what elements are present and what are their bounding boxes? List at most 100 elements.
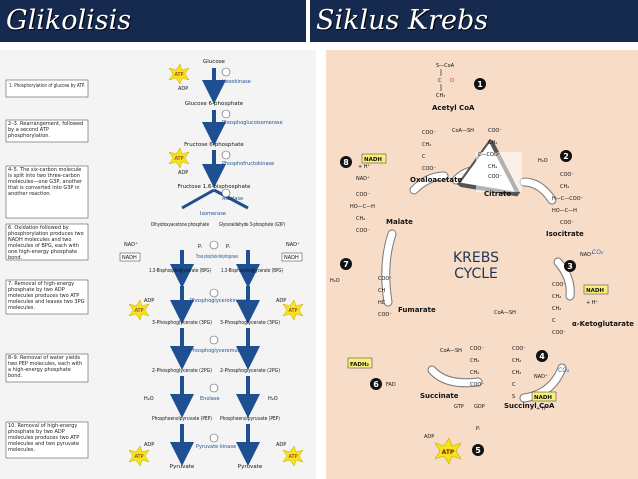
svg-text:5: 5 bbox=[475, 446, 481, 455]
succinyl-structure: COO⁻ CH₂ CH₂ C S bbox=[512, 346, 526, 400]
svg-text:4: 4 bbox=[539, 352, 545, 361]
svg-text:ATP: ATP bbox=[134, 308, 143, 314]
nad-label-2: NAD⁺ bbox=[534, 374, 548, 380]
step-text-5: 7. Removal of high-energy phosphate by t… bbox=[8, 281, 85, 311]
svg-text:CH: CH bbox=[378, 288, 385, 294]
adp-label-2: ADP bbox=[178, 170, 188, 176]
compound-2pg-right: 2-Phosphoglycerate (2PG) bbox=[220, 368, 280, 374]
step-box-4 bbox=[5, 223, 89, 261]
co2-label-2: CO₂ bbox=[558, 367, 570, 374]
nadh-box-3 bbox=[531, 391, 557, 402]
svg-text:CH₂: CH₂ bbox=[552, 294, 561, 300]
svg-text:ATP: ATP bbox=[174, 72, 183, 78]
svg-text:S: S bbox=[512, 394, 515, 400]
enzyme-pyruvate-kinase: Pyruvate kinase bbox=[196, 444, 236, 450]
svg-text:1: 1 bbox=[477, 80, 483, 89]
svg-text:CH₂: CH₂ bbox=[512, 358, 521, 364]
compound-g6p: Glucose 6-phosphate bbox=[185, 101, 244, 107]
svg-text:O: O bbox=[450, 78, 454, 84]
svg-text:COO⁻: COO⁻ bbox=[560, 220, 574, 226]
compound-citrate: Citrate bbox=[484, 190, 511, 198]
svg-text:ATP: ATP bbox=[174, 156, 183, 162]
nad-label-left: NAD⁺ bbox=[124, 242, 138, 248]
step-text-1: 1. Phosphorylation of glucose by ATP. bbox=[9, 83, 85, 89]
nad-label-right: NAD⁺ bbox=[286, 242, 300, 248]
enzyme-phosphoglucoisomerase: Phosphoglucoisomerase bbox=[222, 120, 283, 126]
svg-text:COO⁻: COO⁻ bbox=[422, 130, 436, 136]
compound-3pg-left: 3-Phosphoglycerate (3PG) bbox=[152, 320, 212, 326]
h2o-label-left: H₂O bbox=[144, 396, 154, 402]
step-box-6 bbox=[5, 353, 89, 383]
svg-text:HO—C—H: HO—C—H bbox=[350, 204, 375, 210]
svg-text:CH₂: CH₂ bbox=[422, 142, 431, 148]
nadh-label-left: NADH bbox=[122, 255, 137, 261]
step-circle-8: 8 bbox=[340, 156, 352, 168]
step-text-2: 2–3. Rearrangement, followed by a second… bbox=[8, 121, 84, 139]
h2o-label-right: H₂O bbox=[268, 396, 278, 402]
pi-label-left: Pᵢ bbox=[198, 244, 202, 250]
fumarate-structure: COO⁻ CH HC COO⁻ bbox=[378, 276, 392, 318]
svg-text:COO⁻: COO⁻ bbox=[512, 346, 526, 352]
atp-star-krebs: ATP bbox=[434, 437, 462, 465]
svg-text:CH₂: CH₂ bbox=[470, 358, 479, 364]
glycolysis-diagram: 1. Phosphorylation of glucose by ATP. 2–… bbox=[0, 50, 316, 479]
svg-text:COO⁻: COO⁻ bbox=[488, 128, 502, 134]
nadh-box-2 bbox=[583, 284, 609, 295]
svg-text:COO⁻: COO⁻ bbox=[422, 166, 436, 172]
gdp-label: GDP bbox=[474, 404, 485, 410]
svg-text:2: 2 bbox=[563, 152, 569, 161]
compound-g3p: Glyceraldehyde 3-phosphate (G3P) bbox=[219, 222, 285, 228]
step-box-3 bbox=[5, 165, 89, 219]
co2-label-1: CO₂ bbox=[592, 249, 604, 256]
svg-text:6: 6 bbox=[373, 380, 379, 389]
svg-text:C: C bbox=[512, 382, 516, 388]
enzyme-triose-phosphate-dehydrogenase: Triose phosphate dehydrogenase bbox=[195, 254, 238, 260]
step-circle-6: 6 bbox=[370, 378, 382, 390]
nadh-label-k1: NADH bbox=[364, 157, 382, 163]
svg-text:3: 3 bbox=[567, 262, 573, 271]
step-circle-7: 7 bbox=[340, 258, 352, 270]
svg-text:ATP: ATP bbox=[288, 308, 297, 314]
step-circle-5: 5 bbox=[472, 444, 484, 456]
nadh-box-1 bbox=[361, 153, 387, 164]
compound-dhap: Dihydroxyacetone phosphate bbox=[151, 222, 209, 228]
compound-isocitrate: Isocitrate bbox=[546, 230, 584, 238]
svg-text:ATP: ATP bbox=[288, 454, 297, 460]
enzyme-phosphofructokinase: Phosphofructokinase bbox=[222, 161, 274, 167]
fadh2-label: FADH₂ bbox=[350, 362, 370, 368]
svg-text:CH₂: CH₂ bbox=[488, 140, 497, 146]
h2o-label-1: H₂O bbox=[538, 158, 548, 164]
svg-text:COO⁻: COO⁻ bbox=[560, 172, 574, 178]
fadh2-box bbox=[347, 357, 373, 369]
coa-sh-label-2: CoA—SH bbox=[494, 310, 516, 316]
compound-malate: Malate bbox=[386, 218, 413, 226]
step-circle-2: 2 bbox=[560, 150, 572, 162]
nad-label-1: NAD⁺ bbox=[580, 252, 594, 258]
pi-label-right: Pᵢ bbox=[226, 244, 230, 250]
compound-succinyl-coa: Succinyl CoA bbox=[504, 402, 555, 410]
krebs-center-subtitle: CYCLE bbox=[454, 266, 498, 282]
step-text-6: 8–9. Removal of water yields two PEP mol… bbox=[8, 355, 83, 379]
compound-bpg-right: 1,3-Bisphosphoglycerate (BPG) bbox=[221, 268, 283, 274]
svg-text:COO⁻: COO⁻ bbox=[378, 276, 392, 282]
krebs-diagram: KREBS CYCLE S—CoA C O CH₃ Acetyl CoA COO… bbox=[326, 50, 638, 479]
compound-succinate: Succinate bbox=[420, 392, 459, 400]
enzyme-phosphoglycerokinase: Phosphoglycerokinase bbox=[190, 298, 246, 304]
adp-label-4: ADP bbox=[276, 298, 286, 304]
compound-3pg-right: 3-Phosphoglycerate (3PG) bbox=[220, 320, 280, 326]
svg-text:COO⁻: COO⁻ bbox=[356, 192, 370, 198]
compound-glucose: Glucose bbox=[203, 59, 226, 65]
enzyme-enolase: Enolase bbox=[200, 396, 220, 402]
compound-2pg-left: 2-Phosphoglycerate (2PG) bbox=[152, 368, 212, 374]
svg-text:C—COO⁻: C—COO⁻ bbox=[478, 152, 501, 158]
pi-label-krebs: Pᵢ bbox=[476, 426, 480, 432]
compound-f6p: Fructose 6-phosphate bbox=[184, 142, 244, 148]
isocitrate-structure: COO⁻ CH₂ H—C—COO⁻ HO—C—H COO⁻ bbox=[552, 172, 584, 226]
enzyme-hexokinase: Hexokinase bbox=[222, 79, 251, 85]
adp-label-5: ADP bbox=[144, 442, 154, 448]
svg-text:ATP: ATP bbox=[134, 454, 143, 460]
atp-star-glyco-5: ATP bbox=[128, 445, 150, 467]
krebs-center-title: KREBS bbox=[453, 250, 499, 266]
svg-text:COO⁻: COO⁻ bbox=[552, 330, 566, 336]
aketo-structure: COO⁻ CH₂ CH₂ C COO⁻ bbox=[552, 282, 566, 336]
